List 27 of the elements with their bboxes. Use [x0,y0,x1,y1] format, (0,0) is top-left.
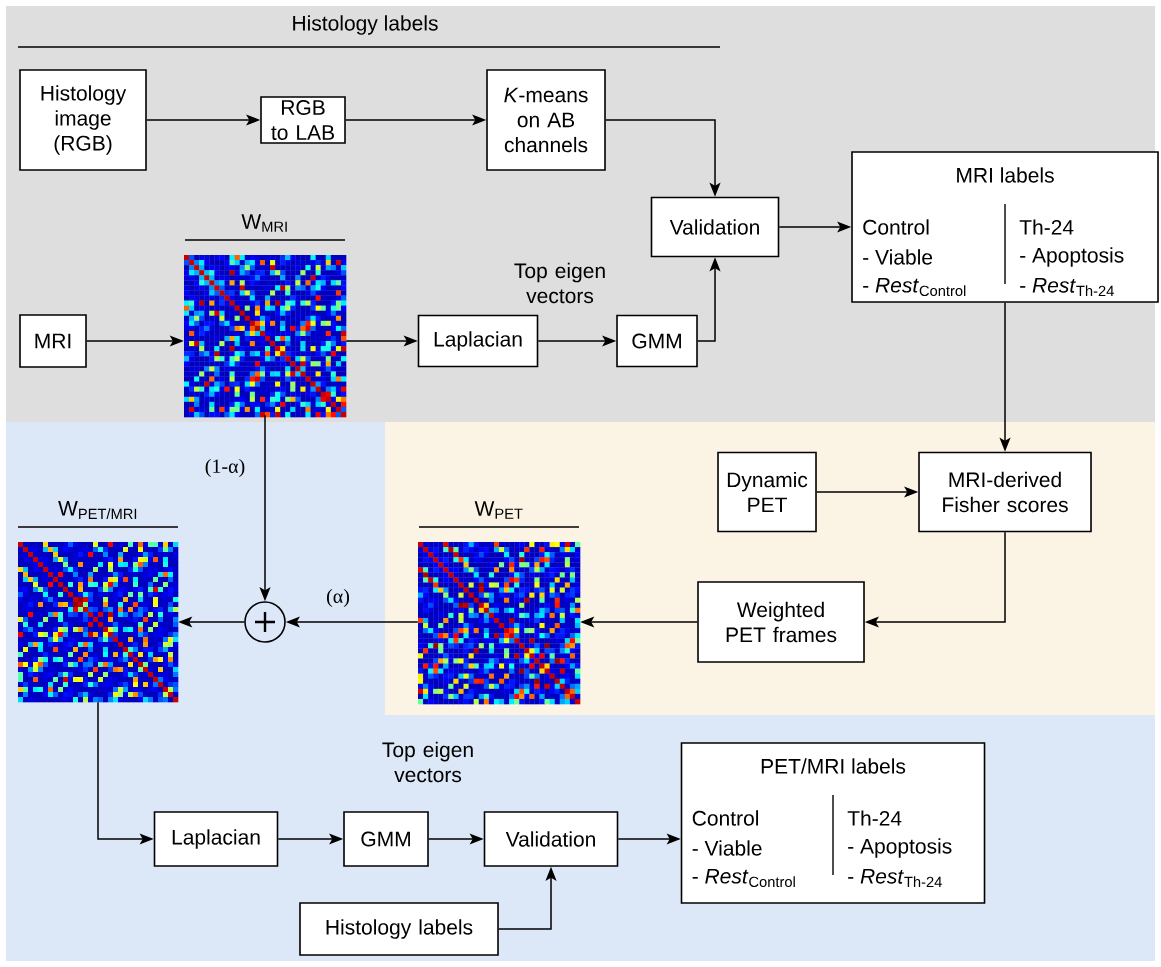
process-box: Histology image (RGB) [19,69,147,171]
heatmap-drawing [18,542,179,703]
matrix-caption: W$_{MRI}$ [241,214,287,232]
process-box: Weighted PET frames [697,581,865,663]
process-box: Validation [483,811,619,867]
process-box: K-means on AB channels [486,69,606,171]
edge-label: (α) [324,586,352,610]
process-box: Laplacian [153,811,279,867]
labels-box: MRI labels Control - Viable - Rest$_{Control}$ Th-24 - Apoptosis - Rest$_{Th-24}$ [851,151,1159,303]
annotation: Top eigen vectors [382,741,473,783]
heatmap-drawing [184,255,347,418]
labels-box: PET/MRI labels Control - Viable - Rest$_{Control}$ Th-24 - Apoptosis - Rest$_{Th-24}$ [680,742,986,904]
process-box: GMM [343,811,429,867]
process-box: Validation [650,196,780,258]
process-box: Histology labels [299,902,499,956]
sum-circle [244,601,286,643]
section-heading: Histology labels [293,15,438,35]
heatmap-drawing [418,542,581,705]
matrix-caption: W$_{PET/MRI}$ [58,500,137,520]
process-box: GMM [616,314,698,368]
process-box: RGB to LAB [260,96,346,144]
process-box: MRI-derived Fisher scores [918,451,1092,533]
process-box: MRI [19,314,87,368]
process-box: Laplacian [417,314,539,368]
process-box: Dynamic PET [717,451,817,533]
matrix-caption: W$_{PET}$ [474,501,523,519]
annotation: Top eigen vectors [514,262,605,304]
